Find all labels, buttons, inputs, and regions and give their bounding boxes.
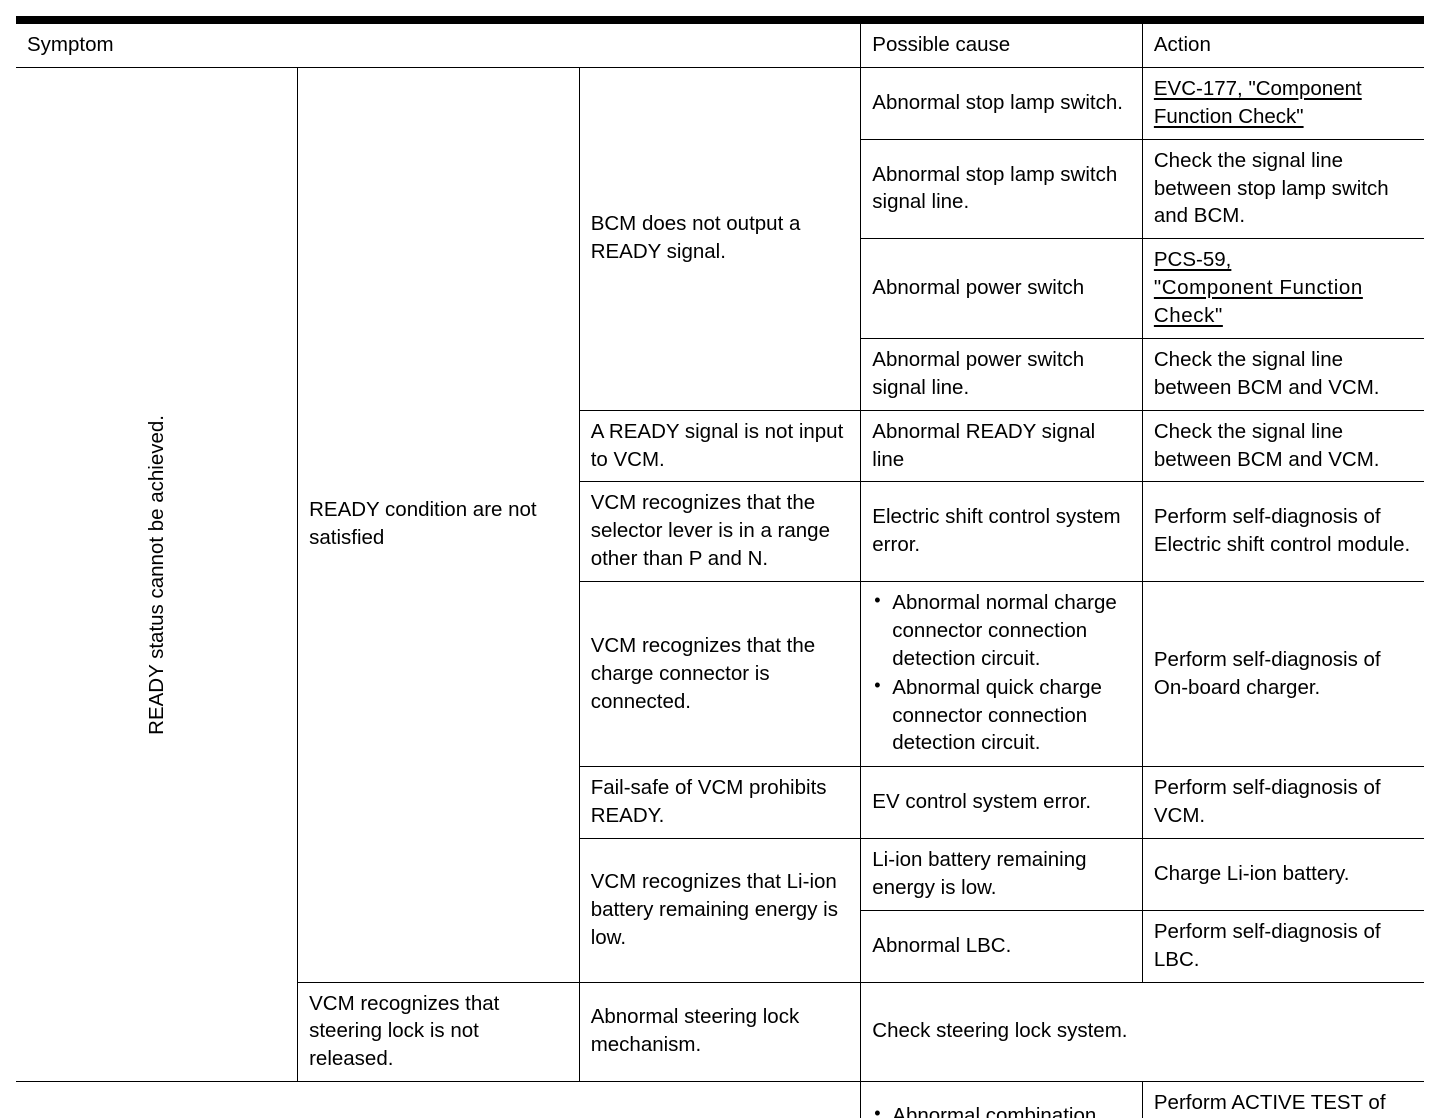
- action-cell: Check the signal line between stop lamp …: [1141, 138, 1424, 240]
- action-link-evc-177[interactable]: EVC-177, "Component Function Check": [1153, 76, 1362, 128]
- column-header-possible-cause: Possible cause: [860, 23, 1143, 68]
- symptom-level3-bcm-no-ready-signal: BCM does not output a READY signal.: [578, 66, 862, 411]
- table-row: VCM recognizes that the selector lever i…: [16, 481, 1424, 582]
- symptom-level3-failsafe-prohibits-ready: Fail-safe of VCM prohibits READY.: [578, 766, 862, 839]
- table-row: Abnormal LBC. Perform self-diagnosis of …: [16, 909, 1424, 983]
- symptom-level3-charge-connector-connected: VCM recognizes that the charge connector…: [578, 580, 862, 768]
- symptom-level3-liion-energy-low: VCM recognizes that Li-ion battery remai…: [578, 838, 862, 983]
- table-header: Symptom Possible cause Action: [16, 23, 1424, 68]
- possible-cause-bullet-list: Abnormal combination meter. Abnormal LED…: [872, 1101, 1131, 1118]
- table-row: VCM recognizes that Li-ion battery remai…: [16, 838, 1424, 983]
- possible-cause-cell: Abnormal stop lamp switch.: [860, 66, 1143, 140]
- table-row: Abnormal power switch PCS-59, "Component…: [16, 238, 1424, 339]
- table-row: VCM recognizes that steering lock is not…: [16, 981, 1424, 1083]
- possible-cause-bullet-list: Abnormal normal charge connector connect…: [872, 588, 1131, 758]
- column-header-symptom: Symptom: [16, 23, 862, 68]
- possible-cause-cell: Abnormal steering lock mechanism.: [578, 981, 862, 1083]
- rotated-label-text: READY status cannot be achieved.: [144, 414, 168, 735]
- action-cell: Check steering lock system.: [860, 981, 1143, 1083]
- table-row: READY status cannot be achieved. READY c…: [16, 66, 1424, 1083]
- action-cell: Perform self-diagnosis of On-board charg…: [1141, 580, 1424, 768]
- possible-cause-cell: Li-ion battery remaining energy is low.: [860, 838, 1143, 911]
- table-body: READY status cannot be achieved. READY c…: [16, 66, 1424, 1118]
- possible-cause-cell: EV control system error.: [860, 766, 1143, 839]
- possible-cause-cell: Abnormal READY signal line: [860, 409, 1143, 483]
- action-cell: PCS-59, "Component Function Check": [1141, 238, 1424, 339]
- table-row: VCM recognizes that the charge connector…: [16, 580, 1424, 768]
- action-cell: Check the signal line between BCM and VC…: [1141, 337, 1424, 411]
- action-cell: Perform self-diagnosis of LBC.: [1141, 909, 1424, 983]
- table-row: Fail-safe of VCM prohibits READY. EV con…: [16, 766, 1424, 839]
- table-row: A READY signal is not input to VCM. Abno…: [16, 409, 1424, 483]
- list-item: Abnormal combination meter.: [872, 1101, 1131, 1118]
- table-top-rule: [16, 16, 1424, 23]
- action-cell: Check the signal line between BCM and VC…: [1141, 409, 1424, 483]
- possible-cause-cell: Abnormal stop lamp switch signal line.: [860, 138, 1143, 240]
- symptom-level2-ready-condition: READY condition are not satisfied: [297, 66, 580, 983]
- table-row: The READY to drive indicator lamp does n…: [16, 1081, 1424, 1118]
- action-cell: EVC-177, "Component Function Check": [1141, 66, 1424, 140]
- table-row: Abnormal power switch signal line. Check…: [16, 337, 1424, 411]
- action-cell: Perform ACTIVE TEST of VCM to check the …: [1141, 1081, 1424, 1118]
- action-cell: Charge Li-ion battery.: [1141, 838, 1424, 911]
- symptom-level3-steering-lock-not-released: VCM recognizes that steering lock is not…: [297, 981, 580, 1083]
- action-text-prefix: Perform ACTIVE TEST of VCM to check the …: [1153, 1091, 1386, 1115]
- symptom-level3-no-ready-signal-to-vcm: A READY signal is not input to VCM.: [578, 409, 862, 483]
- table-row: Abnormal stop lamp switch signal line. C…: [16, 138, 1424, 240]
- header-row: Symptom Possible cause Action: [16, 23, 1424, 68]
- possible-cause-cell: Abnormal combination meter. Abnormal LED…: [860, 1081, 1143, 1118]
- symptom-group-rotated-label: READY status cannot be achieved.: [16, 66, 299, 1083]
- action-link-pcs-59-line2[interactable]: "Component Function Check": [1153, 276, 1363, 327]
- dtc-symptom-table-wrapper: Symptom Possible cause Action READY stat…: [16, 16, 1424, 1118]
- list-item: Abnormal normal charge connector connect…: [872, 588, 1131, 673]
- symptom-level3-selector-lever-range: VCM recognizes that the selector lever i…: [578, 481, 862, 582]
- action-link-pcs-59-line1[interactable]: PCS-59,: [1153, 248, 1232, 272]
- possible-cause-cell: Abnormal normal charge connector connect…: [860, 580, 1143, 768]
- action-cell: Perform self-diagnosis of VCM.: [1141, 766, 1424, 839]
- action-cell: Perform self-diagnosis of Electric shift…: [1141, 481, 1424, 582]
- possible-cause-cell: Abnormal power switch: [860, 238, 1143, 339]
- column-header-action: Action: [1141, 23, 1424, 68]
- possible-cause-cell: Abnormal LBC.: [860, 909, 1143, 983]
- symptom-ready-to-drive-indicator-lamp: The READY to drive indicator lamp does n…: [16, 1081, 862, 1118]
- possible-cause-cell: Electric shift control system error.: [860, 481, 1143, 582]
- list-item: Abnormal quick charge connector connecti…: [872, 673, 1131, 758]
- possible-cause-cell: Abnormal power switch signal line.: [860, 337, 1143, 411]
- dtc-symptom-table: Symptom Possible cause Action READY stat…: [16, 23, 1424, 1118]
